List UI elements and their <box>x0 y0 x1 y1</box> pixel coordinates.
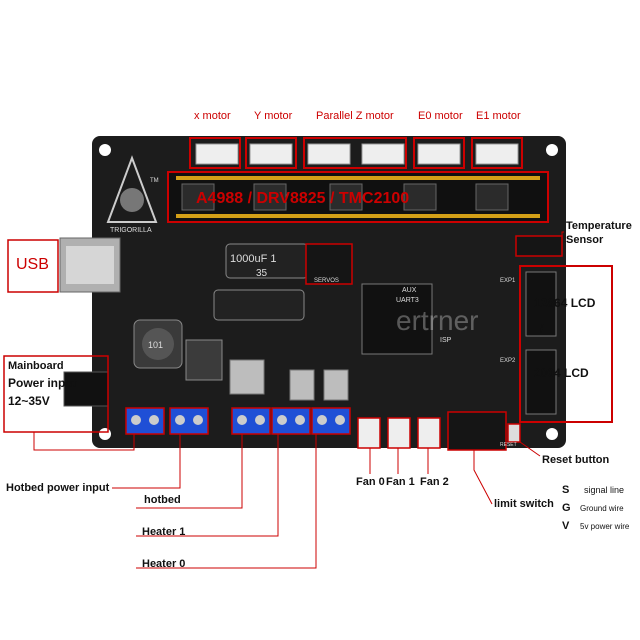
uart3-label: UART3 <box>396 297 419 304</box>
power-voltage-label: 12~35V <box>8 394 50 408</box>
e1-motor-label: E1 motor <box>476 110 521 122</box>
motor-connectors <box>195 143 519 165</box>
motor-highlight-boxes <box>189 137 523 169</box>
fan1-label: Fan 1 <box>386 476 415 488</box>
watermark: ertrner <box>396 305 478 336</box>
lcd-slash: / <box>540 322 544 336</box>
power-jack <box>63 371 109 407</box>
exp2-label: EXP2 <box>500 358 516 364</box>
x-motor-label: x motor <box>194 110 231 122</box>
lcd-12864-label: 12864 LCD <box>534 296 596 310</box>
e0-motor-label: E0 motor <box>418 110 463 122</box>
legend-s-text: signal line <box>584 485 625 495</box>
inductor <box>133 319 183 369</box>
temp-sensor-label-1: Temperature <box>566 220 632 232</box>
heater0-label: Heater 0 <box>142 558 186 570</box>
hotbed-power-input-label: Hotbed power input <box>6 482 110 494</box>
cap-voltage: 35 <box>256 268 268 279</box>
usb-port <box>7 237 121 293</box>
regulators <box>185 339 349 401</box>
mcu-chip <box>361 283 433 355</box>
limit-switch-label: limit switch <box>494 498 554 510</box>
hotbed-label: hotbed <box>144 494 181 506</box>
legend-g-text: Ground wire <box>580 504 624 513</box>
usb-label: USB <box>16 256 49 273</box>
legend-v-text: 5v power wire <box>580 522 630 531</box>
capacitors <box>213 243 309 321</box>
fan-connectors <box>357 417 441 449</box>
legend-v: V <box>562 520 570 532</box>
trigorilla-logo <box>106 155 158 223</box>
cap-label: 1000uF 1 <box>230 253 276 265</box>
board-brand: TRIGORILLA <box>110 227 152 234</box>
lcd-2004-label: 2004 LCD <box>534 366 589 380</box>
fan2-label: Fan 2 <box>420 476 449 488</box>
driver-text: A4988 / DRV8825 / TMC2100 <box>196 190 410 207</box>
legend-g: G <box>562 502 571 514</box>
aux-label: AUX <box>402 287 417 294</box>
z-motor-label: Parallel Z motor <box>316 110 394 122</box>
servos-label: SERVOS <box>314 278 339 284</box>
mainboard-label: Mainboard <box>8 360 64 372</box>
reset-button-label: Reset button <box>542 454 610 466</box>
blue-terminals <box>125 407 351 435</box>
limit-switch-headers <box>447 411 507 451</box>
lcd-connectors <box>519 265 613 423</box>
legend-s: S <box>562 484 570 496</box>
temp-sensor-header <box>515 235 563 257</box>
inductor-code: 101 <box>148 340 163 350</box>
fan0-label: Fan 0 <box>356 476 385 488</box>
isp-label: ISP <box>440 337 452 344</box>
power-input-label: Power input <box>8 376 77 390</box>
power-input-box <box>3 355 109 433</box>
exp1-label: EXP1 <box>500 278 516 284</box>
driver-header-strip <box>167 171 549 223</box>
leader-lines <box>33 231 564 569</box>
servos-header <box>305 243 353 285</box>
y-motor-label: Y motor <box>254 110 293 122</box>
heater1-label: Heater 1 <box>142 526 186 538</box>
reset-button-part <box>507 423 521 443</box>
board-tm: TM <box>150 178 159 184</box>
temp-sensor-label-2: Sensor <box>566 234 604 246</box>
reset-silk: RESET <box>500 442 517 448</box>
